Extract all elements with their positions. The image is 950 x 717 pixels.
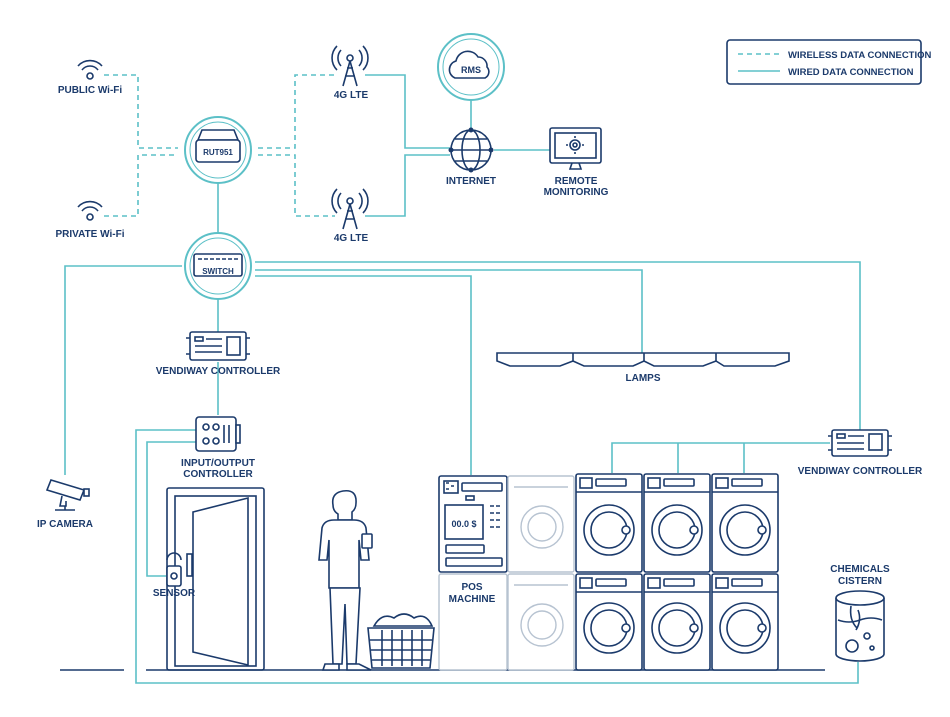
label-remote: REMOTE [555, 176, 598, 187]
wireless-link-public-wifi [104, 74, 178, 149]
router-node[interactable]: RUT951 [184, 116, 252, 184]
label-ip-camera: IP CAMERA [37, 519, 93, 530]
monitor-icon [549, 127, 602, 170]
label-machine: MACHINE [449, 594, 496, 605]
label-vendiway-controller-left: VENDIWAY CONTROLLER [156, 366, 281, 377]
label-internet: INTERNET [446, 176, 496, 187]
label-pos: POS [461, 582, 482, 593]
washer[interactable] [575, 573, 643, 671]
controller-icon [828, 429, 892, 457]
wifi-icon [77, 59, 103, 80]
label-io-controller-1: INPUT/OUTPUT [181, 458, 255, 469]
washer[interactable] [711, 473, 779, 573]
label-io-controller-2: CONTROLLER [183, 469, 253, 480]
controller-icon [186, 331, 250, 361]
legend-wireless-label: WIRELESS DATA CONNECTION [788, 50, 932, 61]
label-4g-lte-bottom: 4G LTE [334, 233, 369, 244]
washer[interactable] [643, 573, 711, 671]
label-switch: SWITCH [202, 267, 234, 276]
label-monitoring: MONITORING [544, 187, 609, 198]
label-4g-lte-top: 4G LTE [334, 90, 369, 101]
label-cistern: CISTERN [838, 576, 882, 587]
cistern-icon [835, 590, 885, 662]
ghost-washer [507, 475, 575, 573]
rms-node[interactable]: RMS [437, 33, 505, 101]
legend: WIRELESS DATA CONNECTION WIRED DATA CONN… [726, 39, 932, 85]
connections [64, 74, 861, 684]
pos-display-text: 00.0 $ [451, 519, 476, 529]
router-icon [195, 129, 241, 163]
label-lamps: LAMPS [626, 373, 661, 384]
person-icon [318, 489, 373, 671]
label-sensor: SENSOR [153, 588, 196, 599]
basket-icon [367, 613, 435, 669]
door-icon [166, 487, 265, 671]
io-controller-icon [195, 416, 241, 452]
washer[interactable] [643, 473, 711, 573]
cell-tower-icon [331, 45, 369, 87]
switch-icon [193, 253, 243, 277]
cloud-icon [448, 50, 490, 79]
pos-machine[interactable]: 00.0 $ [438, 475, 508, 573]
camera-icon [45, 479, 90, 511]
label-rms: RMS [461, 65, 481, 75]
label-vendiway-controller-right: VENDIWAY CONTROLLER [798, 466, 923, 477]
label-router: RUT951 [203, 148, 233, 157]
pos-screen [444, 504, 484, 540]
wifi-icon [77, 200, 103, 221]
sensor-icon [166, 552, 182, 587]
pos-base [438, 573, 508, 671]
globe-icon [448, 127, 494, 173]
lamps-icon [496, 352, 790, 367]
switch-node[interactable]: SWITCH [184, 232, 252, 300]
legend-wired-label: WIRED DATA CONNECTION [788, 67, 914, 78]
label-public-wifi: PUBLIC Wi-Fi [58, 85, 123, 96]
washer[interactable] [711, 573, 779, 671]
washer[interactable] [575, 473, 643, 573]
label-chemicals: CHEMICALS [830, 564, 890, 575]
label-private-wifi: PRIVATE Wi-Fi [56, 229, 125, 240]
ghost-washer [507, 573, 575, 671]
cell-tower-icon [331, 188, 369, 230]
